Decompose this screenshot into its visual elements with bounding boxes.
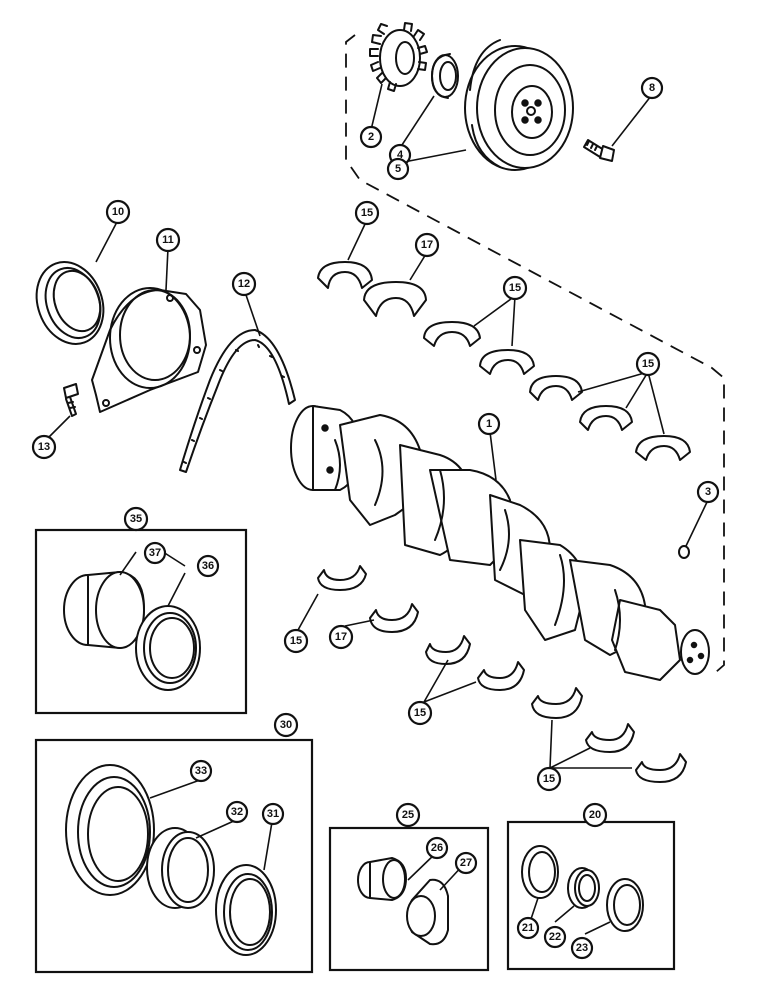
damper-bolt: [583, 139, 615, 162]
callout-1: 1: [477, 412, 501, 436]
sleeve-22: [567, 867, 600, 909]
callout-15-top: 15: [354, 200, 380, 226]
callout-3: 3: [696, 480, 720, 504]
svg-text:15: 15: [642, 358, 654, 370]
svg-text:4: 4: [397, 149, 404, 161]
svg-text:30: 30: [280, 719, 292, 731]
lower-bearings: [317, 565, 687, 783]
seal-21: [521, 845, 559, 899]
sleeve-27: [406, 878, 449, 946]
seal-23: [606, 878, 644, 932]
callout-10: 10: [105, 199, 131, 225]
svg-text:3: 3: [705, 486, 711, 498]
svg-text:33: 33: [195, 765, 207, 777]
front-wear-sleeve: [431, 53, 459, 99]
callout-12: 12: [231, 271, 257, 297]
svg-text:5: 5: [395, 163, 401, 175]
callout-17-lower: 17: [328, 624, 354, 650]
svg-text:26: 26: [431, 842, 443, 854]
svg-text:37: 37: [149, 547, 161, 559]
svg-text:36: 36: [202, 560, 214, 572]
svg-text:20: 20: [589, 809, 601, 821]
svg-text:22: 22: [549, 931, 561, 943]
svg-text:15: 15: [509, 282, 521, 294]
callout-27: 27: [454, 851, 478, 875]
callout-20: 20: [582, 802, 608, 828]
rear-seal-housing: [91, 287, 207, 413]
seal-31: [215, 864, 277, 956]
housing-bolt: [63, 383, 79, 417]
sleeve-26: [357, 857, 407, 901]
callout-5: 5: [386, 157, 410, 181]
callout-15-upper-right: 15: [635, 351, 661, 377]
svg-text:31: 31: [267, 808, 279, 820]
svg-text:2: 2: [368, 131, 374, 143]
svg-text:1: 1: [486, 418, 492, 430]
svg-text:35: 35: [130, 513, 142, 525]
svg-text:15: 15: [543, 773, 555, 785]
dowel-pin: [678, 545, 690, 559]
assembly-boundary: [345, 34, 725, 673]
upper-bearings: [317, 261, 691, 461]
svg-text:12: 12: [238, 278, 250, 290]
callout-35: 35: [123, 506, 149, 532]
svg-text:21: 21: [522, 922, 534, 934]
callout-36: 36: [196, 554, 220, 578]
svg-text:10: 10: [112, 206, 124, 218]
leader-lines: [47, 83, 709, 935]
svg-text:25: 25: [402, 809, 414, 821]
seal-33: [65, 764, 155, 896]
svg-text:15: 15: [414, 707, 426, 719]
callout-17-top: 17: [414, 232, 440, 258]
seal-36: [135, 605, 201, 691]
vibration-damper: [464, 39, 574, 171]
svg-text:32: 32: [231, 806, 243, 818]
callout-32: 32: [225, 800, 249, 824]
crankshaft-gear: [369, 22, 428, 92]
callout-22: 22: [543, 925, 567, 949]
svg-text:13: 13: [38, 441, 50, 453]
callout-31: 31: [261, 802, 285, 826]
housing-gasket: [179, 329, 296, 473]
svg-text:27: 27: [460, 857, 472, 869]
sleeve-32: [146, 827, 215, 909]
callout-13: 13: [31, 434, 57, 460]
callout-8: 8: [640, 76, 664, 100]
svg-text:15: 15: [361, 207, 373, 219]
svg-text:8: 8: [649, 82, 655, 94]
callout-25: 25: [395, 802, 421, 828]
callout-30: 30: [273, 712, 299, 738]
callout-15-lower-right: 15: [536, 766, 562, 792]
callout-21: 21: [516, 916, 540, 940]
svg-text:11: 11: [162, 234, 174, 246]
callout-15-upper-mid: 15: [502, 275, 528, 301]
callout-15-lower-mid: 15: [407, 700, 433, 726]
sleeve-37: [63, 571, 145, 649]
kit-box-25: [328, 826, 490, 972]
svg-text:15: 15: [290, 635, 302, 647]
svg-text:17: 17: [421, 239, 433, 251]
callout-11: 11: [155, 227, 181, 253]
callout-26: 26: [425, 836, 449, 860]
svg-text:23: 23: [576, 942, 588, 954]
callout-37: 37: [143, 541, 167, 565]
callout-23: 23: [570, 936, 594, 960]
callout-33: 33: [189, 759, 213, 783]
svg-text:17: 17: [335, 631, 347, 643]
rear-seal: [35, 261, 105, 345]
crankshaft: [290, 405, 710, 681]
callout-2: 2: [359, 125, 383, 149]
callout-15-lower-left: 15: [283, 628, 309, 654]
